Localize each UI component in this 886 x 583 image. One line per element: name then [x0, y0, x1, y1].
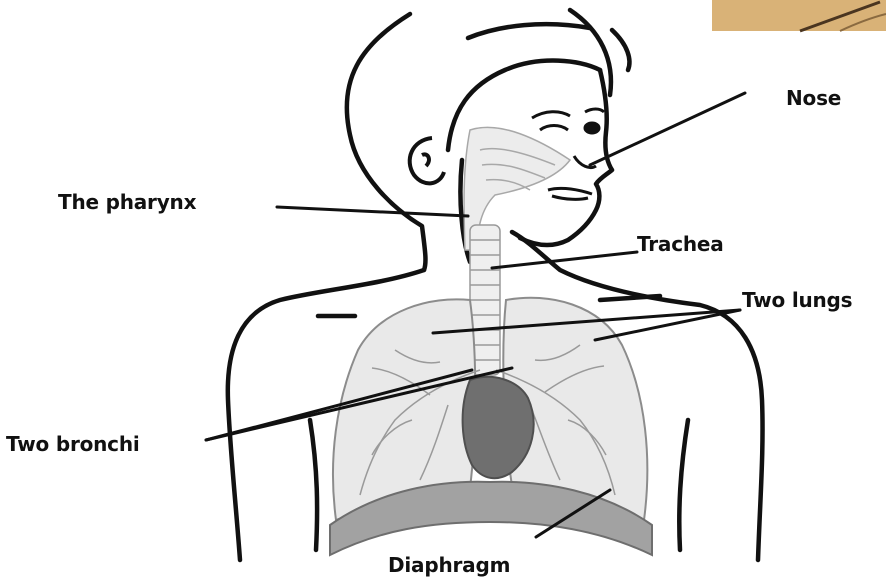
nose-leader-line	[590, 93, 745, 165]
corner-inset-image	[712, 0, 886, 31]
ear	[410, 138, 444, 183]
trachea-leader-line	[492, 252, 637, 268]
diaphragm-label: Diaphragm	[388, 553, 510, 577]
pharynx-leader-line	[277, 207, 468, 216]
nose-label: Nose	[786, 86, 841, 110]
pharynx-label: The pharynx	[58, 190, 196, 214]
two-lungs-label: Two lungs	[742, 288, 852, 312]
two-bronchi-label: Two bronchi	[6, 432, 140, 456]
trachea-label: Trachea	[637, 232, 724, 256]
